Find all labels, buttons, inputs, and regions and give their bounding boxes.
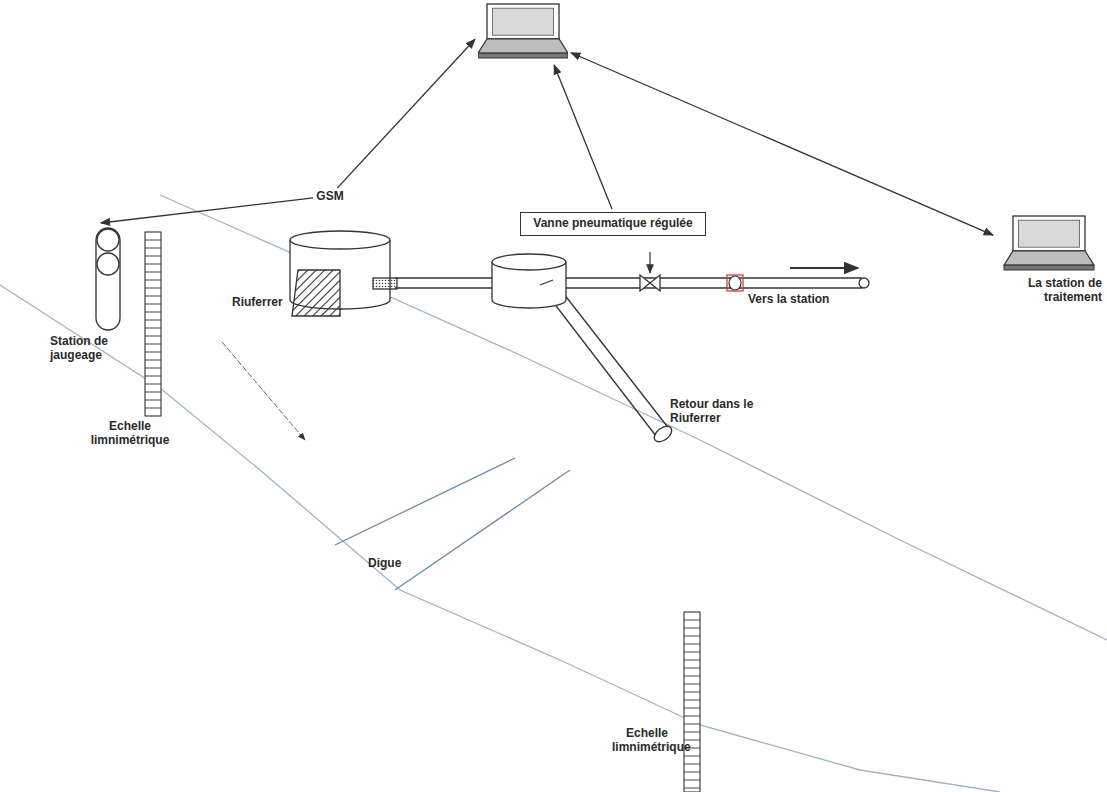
pipe — [395, 278, 869, 445]
river-bank — [0, 195, 1107, 792]
label: Echelle limnimétrique — [612, 727, 682, 755]
dike — [335, 458, 570, 590]
connector-arrow — [554, 65, 612, 209]
gauge-scale — [145, 232, 161, 416]
laptop-node: La station de traitement — [996, 214, 1102, 305]
label: Riuferrer — [232, 296, 283, 310]
node-text: Vanne pneumatique régulée — [529, 217, 697, 231]
connector-arrow — [571, 53, 993, 235]
control-line — [649, 252, 650, 273]
flow-meter — [727, 275, 743, 291]
laptop-icon — [478, 2, 568, 62]
node-text: La station de traitement — [996, 277, 1102, 305]
process-box: Vanne pneumatique régulée — [520, 212, 706, 236]
flow-arrow — [222, 342, 305, 440]
laptop-node — [478, 2, 568, 62]
laptop-icon — [996, 214, 1102, 274]
label: Echelle limnimétrique — [88, 420, 172, 448]
node-text: Station de jaugeage — [50, 335, 130, 363]
outflow-arrow — [790, 267, 858, 269]
label: Vers la station — [748, 293, 829, 307]
gauge-icon — [50, 226, 130, 332]
gauging-station: Station de jaugeage — [50, 226, 130, 363]
valve-symbol — [640, 275, 660, 291]
label: Digue — [368, 557, 401, 571]
connector-arrow — [101, 39, 475, 223]
tank — [290, 231, 397, 316]
tank — [492, 254, 566, 308]
gauge-scale — [684, 612, 700, 792]
label: Retour dans le Riuferrer — [670, 398, 766, 426]
edge-label: GSM — [313, 188, 346, 204]
